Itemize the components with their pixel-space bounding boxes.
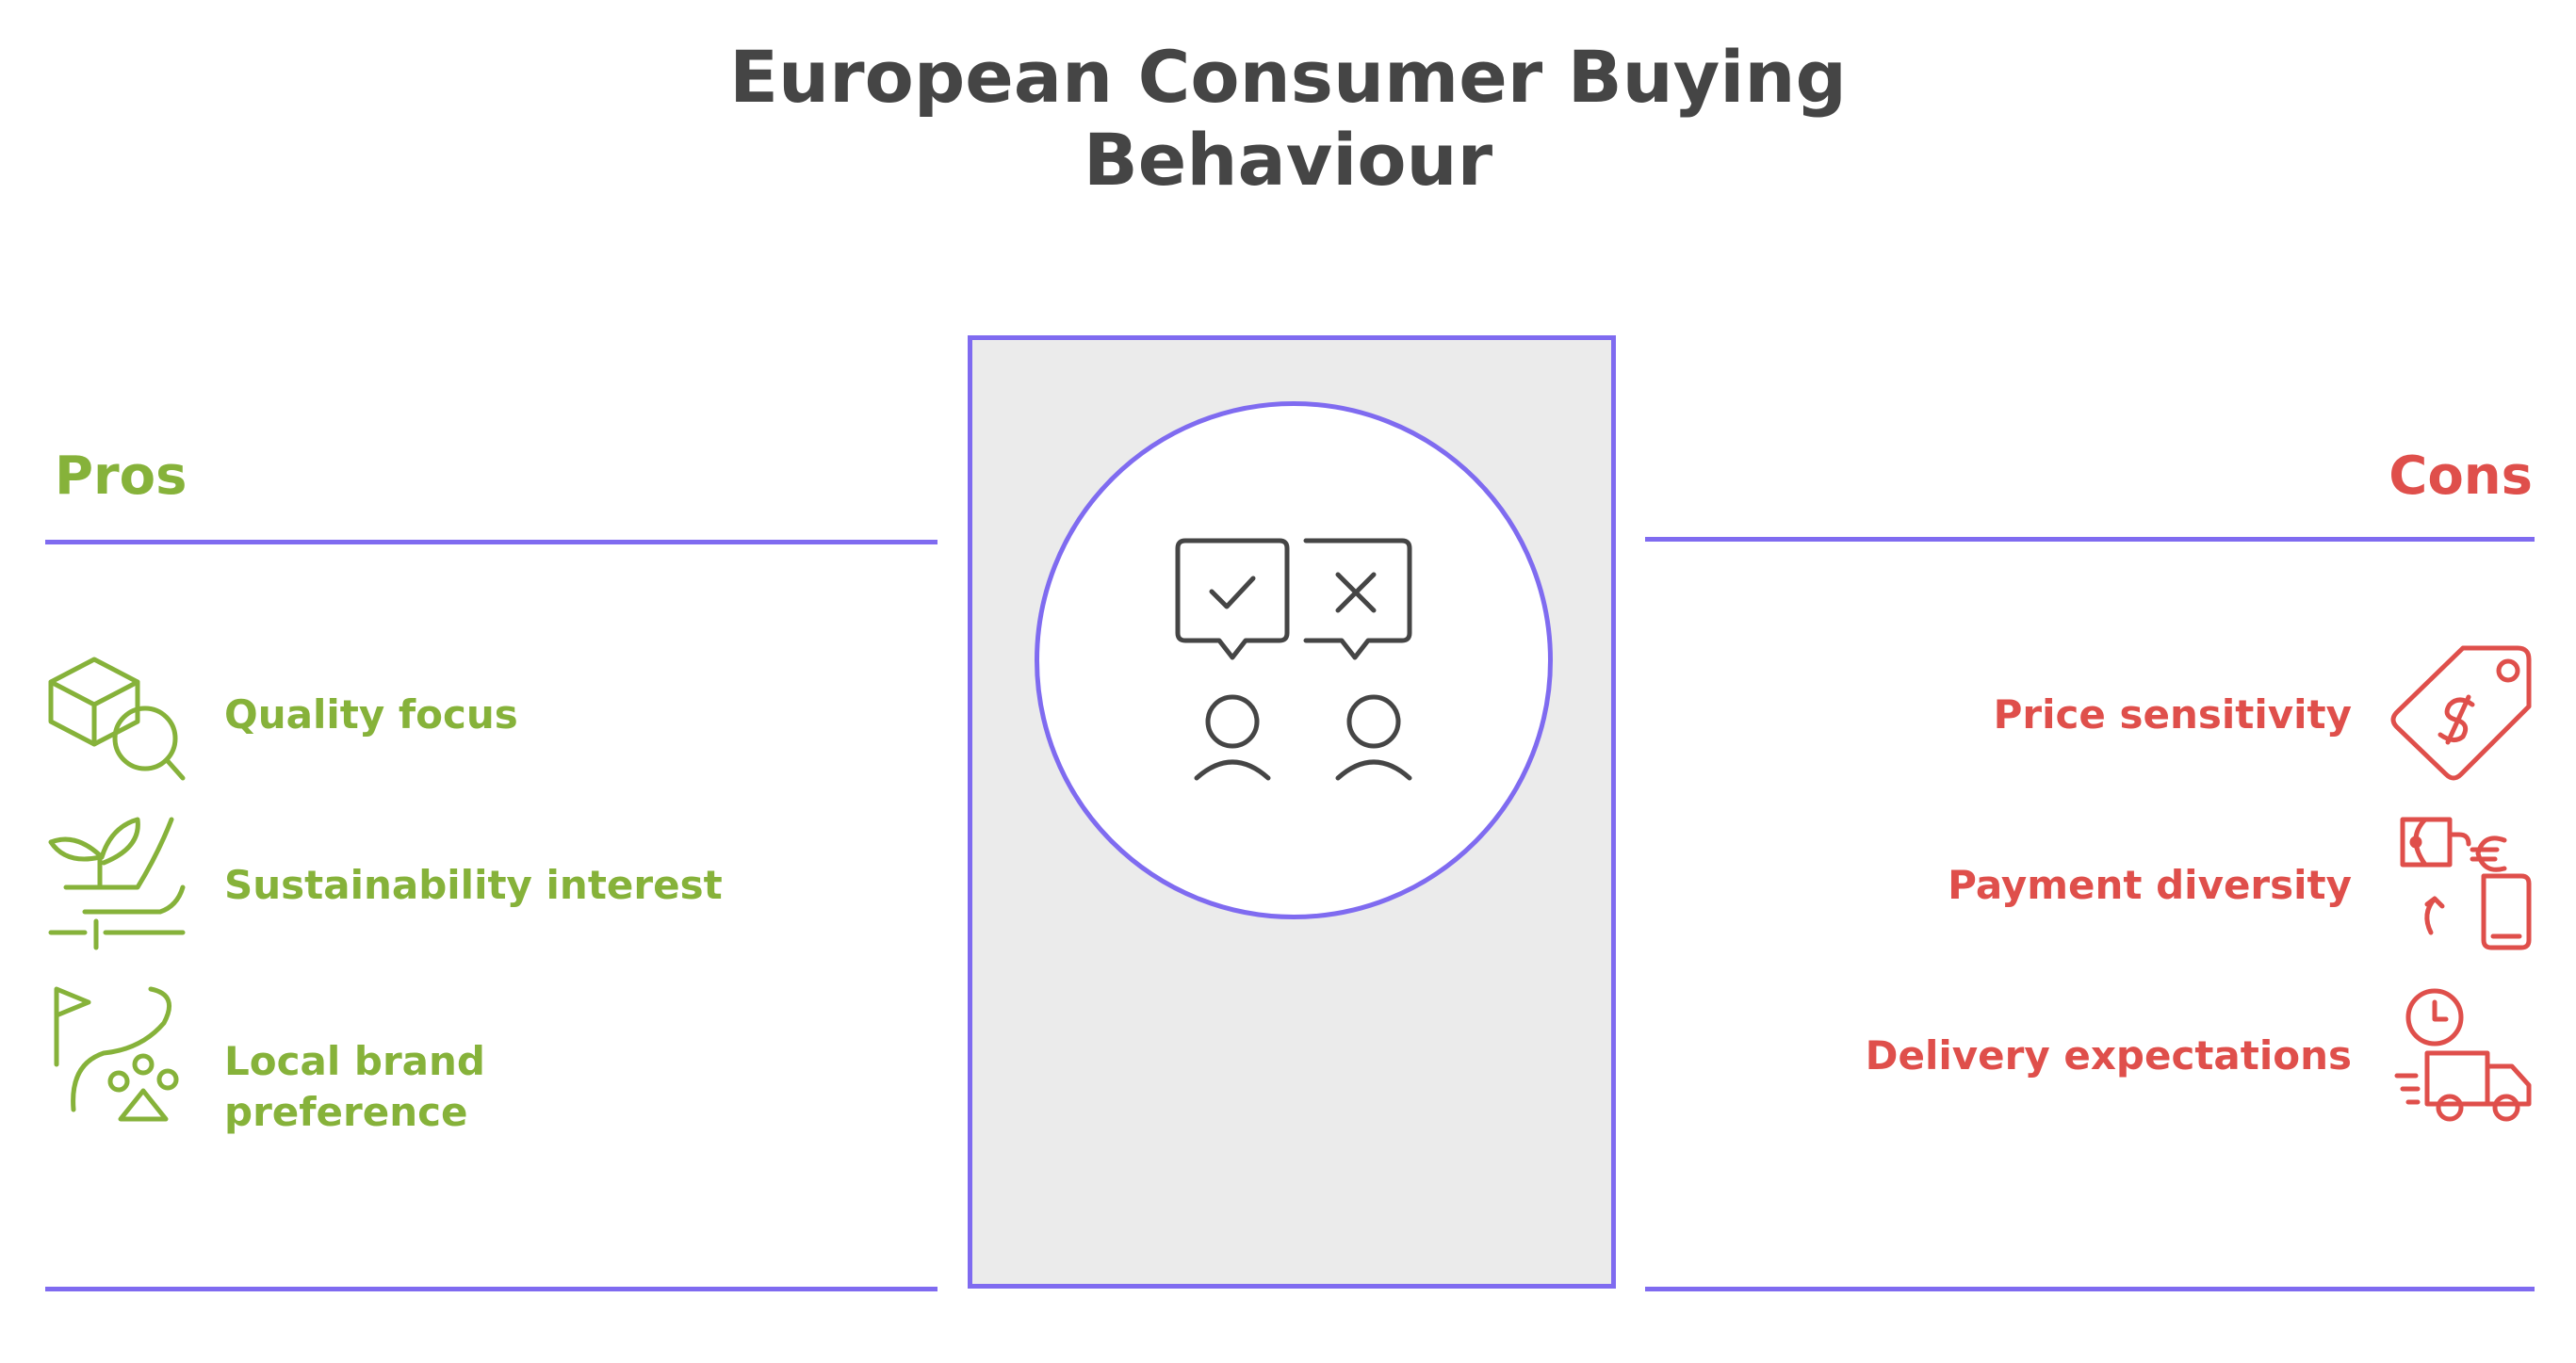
delivery-truck-icon	[2393, 985, 2535, 1122]
pros-bottom-rule	[45, 1287, 937, 1291]
cons-top-rule	[1645, 537, 2535, 542]
payment-exchange-icon	[2393, 816, 2535, 951]
cons-heading: Cons	[2389, 446, 2533, 507]
consumer-approval-icon	[1168, 537, 1423, 791]
pros-item-quality-focus: Quality focus	[224, 691, 518, 738]
pros-item-local-brand-preference: Local brand preference	[224, 1036, 485, 1138]
pros-item-sustainability-interest: Sustainability interest	[224, 862, 723, 908]
cons-item-payment-diversity: Payment diversity	[1948, 862, 2352, 908]
pros-heading: Pros	[55, 446, 187, 507]
pros-item-local-brand-line-1: Local brand	[224, 1038, 485, 1084]
title-line-1: European Consumer Buying	[729, 35, 1847, 119]
cons-item-price-sensitivity: Price sensitivity	[1993, 691, 2352, 738]
price-tag-icon	[2390, 644, 2535, 781]
pros-top-rule	[45, 540, 937, 544]
cons-bottom-rule	[1645, 1287, 2535, 1291]
cons-item-delivery-expectations: Delivery expectations	[1865, 1032, 2352, 1079]
sprout-hand-icon	[47, 816, 188, 951]
flag-path-icon	[47, 985, 188, 1122]
diagram-title: European Consumer Buying Behaviour	[0, 36, 2576, 202]
quality-search-icon	[47, 644, 188, 781]
title-line-2: Behaviour	[1083, 118, 1493, 202]
center-circle	[1035, 401, 1553, 919]
pros-item-local-brand-line-2: preference	[224, 1089, 468, 1135]
